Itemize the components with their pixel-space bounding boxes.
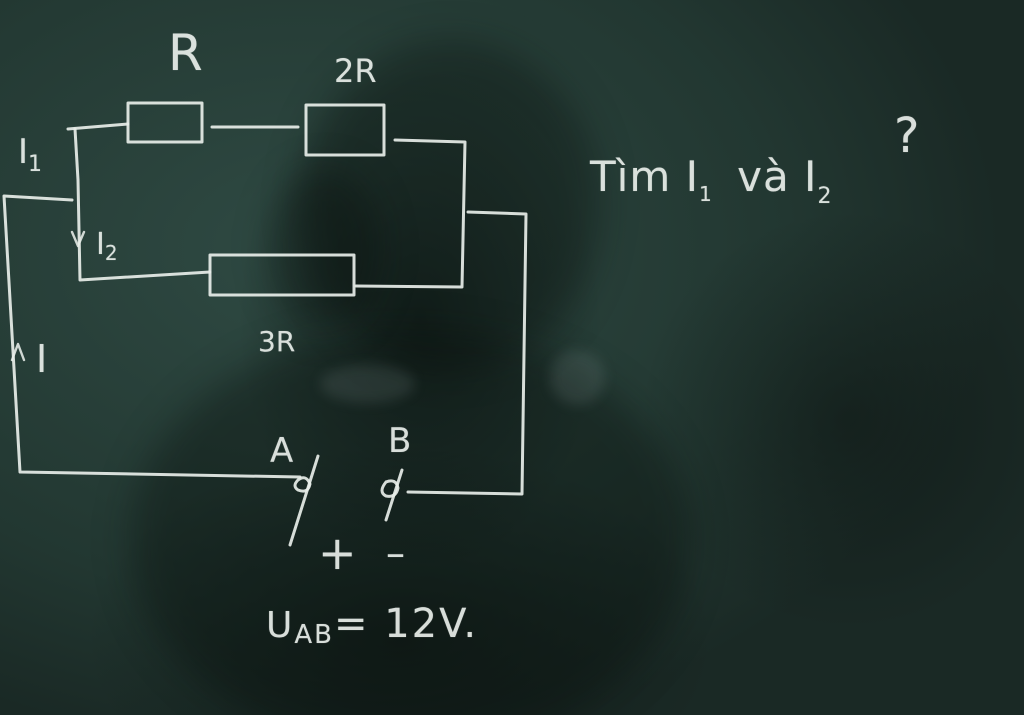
terminal-a-circle bbox=[293, 476, 312, 493]
resistor-3r bbox=[208, 253, 356, 297]
wire-top-left bbox=[66, 122, 130, 131]
question-word-find: Tìm bbox=[590, 152, 672, 201]
resistor-2r bbox=[304, 103, 386, 157]
current-i1-subscript: 1 bbox=[28, 152, 43, 177]
resistor-r bbox=[126, 101, 204, 144]
voltage-subscript: AB bbox=[294, 620, 334, 650]
voltage-equation: UAB= 12V. bbox=[266, 604, 478, 648]
wire-to-source-a bbox=[2, 194, 302, 479]
question-symbol-i1: I bbox=[685, 152, 699, 201]
terminal-b-circle bbox=[380, 479, 400, 498]
glare-spot bbox=[320, 365, 415, 403]
label-minus-sign: – bbox=[386, 531, 405, 575]
wire-right-loop bbox=[406, 210, 528, 496]
label-current-i1: I1 bbox=[18, 135, 42, 176]
current-i1-symbol: I bbox=[18, 132, 29, 172]
arrow-i-main bbox=[10, 342, 26, 362]
question-word-and: và bbox=[737, 152, 790, 201]
question-subscript-1: 1 bbox=[699, 182, 713, 206]
label-resistor-2r: 2R bbox=[334, 52, 377, 90]
question-symbol-i2: I bbox=[804, 152, 818, 201]
question-mark: ? bbox=[894, 108, 920, 164]
wire-left-junction bbox=[73, 127, 212, 282]
person-shadow-hand bbox=[270, 170, 380, 330]
question-text: Tìm I1 và I2 bbox=[590, 156, 832, 208]
person-shadow-body bbox=[130, 330, 690, 715]
label-current-main: I bbox=[36, 337, 48, 381]
voltage-symbol: U bbox=[266, 605, 295, 646]
current-i2-subscript: 2 bbox=[104, 241, 118, 265]
terminal-a-stroke bbox=[288, 454, 320, 547]
label-current-i2: I2 bbox=[96, 227, 118, 265]
label-terminal-a: A bbox=[270, 431, 294, 471]
voltage-value: = 12V. bbox=[333, 601, 479, 647]
arrow-i2 bbox=[70, 230, 86, 248]
person-shadow-head bbox=[300, 40, 600, 370]
label-resistor-3r: 3R bbox=[258, 325, 296, 358]
question-subscript-2: 2 bbox=[817, 184, 833, 209]
label-plus-sign: + bbox=[318, 526, 357, 580]
label-terminal-b: B bbox=[388, 421, 412, 461]
wire-top-right bbox=[354, 138, 467, 289]
current-i2-symbol: I bbox=[96, 227, 105, 262]
glare-spot bbox=[550, 350, 605, 405]
label-resistor-r: R bbox=[168, 24, 203, 82]
